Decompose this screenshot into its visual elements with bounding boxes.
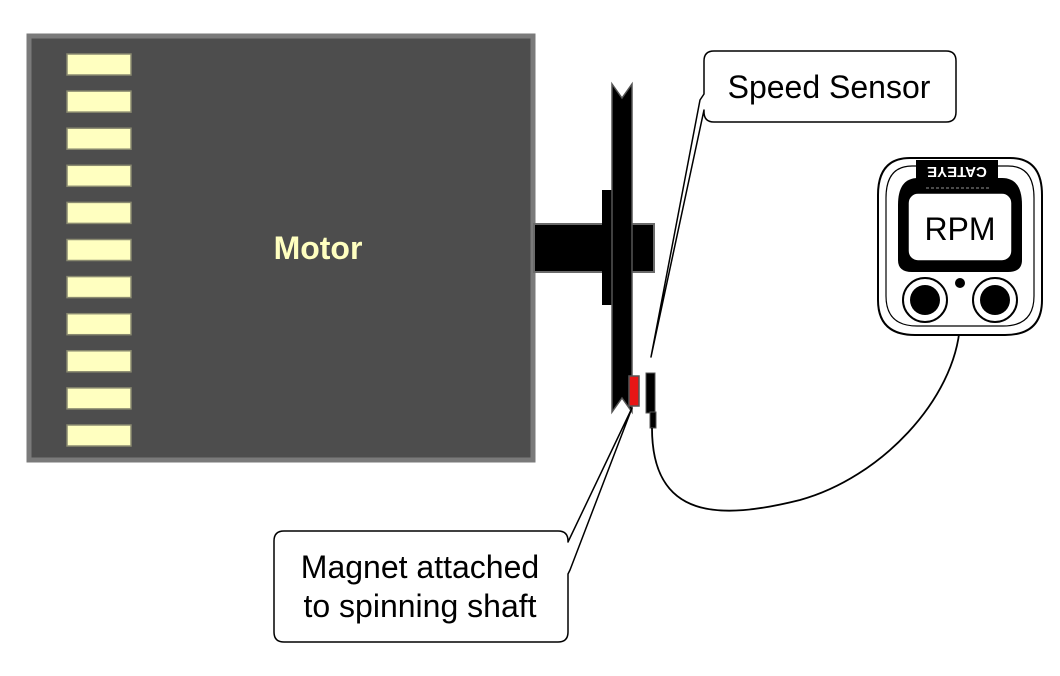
motor: Motor: [26, 33, 536, 463]
shaft-assembly: [533, 81, 655, 415]
spinning-disc: [611, 81, 633, 415]
display-readout: RPM: [924, 211, 995, 247]
motor-label: Motor: [274, 230, 363, 266]
speed-sensor-body: [645, 372, 656, 414]
magnet-callout-box: [273, 407, 633, 643]
speed-sensor-callout: Speed Sensor: [650, 50, 957, 358]
motor-fin: [66, 387, 132, 410]
brand-label: CATEYE: [927, 163, 987, 180]
cable-port: [955, 278, 965, 288]
motor-fin: [66, 275, 132, 299]
brand-plate: [916, 160, 998, 182]
motor-fin: [66, 53, 132, 76]
motor-fin: [66, 127, 132, 150]
motor-fin: [66, 201, 132, 225]
magnet-label-line2: to spinning shaft: [303, 588, 536, 624]
motor-fin: [66, 164, 132, 188]
motor-fin: [66, 238, 132, 262]
speed-sensor: [645, 372, 657, 429]
motor-fin: [66, 424, 132, 447]
motor-fin: [66, 312, 132, 336]
shaft: [533, 223, 655, 273]
magnet-callout: Magnet attached to spinning shaft: [273, 407, 633, 643]
motor-fin: [66, 90, 132, 113]
magnet: [628, 375, 640, 407]
speed-sensor-label: Speed Sensor: [728, 69, 931, 105]
speed-sensor-callout-box: [650, 50, 957, 358]
speed-sensor-tab: [649, 411, 657, 429]
motor-fin: [66, 350, 132, 373]
cycle-computer: CATEYE RPM: [877, 157, 1043, 336]
right-button: [972, 277, 1018, 323]
display-screen: [907, 192, 1013, 262]
magnet-label-line1: Magnet attached: [301, 549, 539, 585]
cycle-computer-inner-rim: [885, 165, 1035, 327]
sensor-cable: [651, 324, 961, 512]
motor-cooling-fins: [66, 53, 132, 447]
left-button: [902, 277, 948, 323]
